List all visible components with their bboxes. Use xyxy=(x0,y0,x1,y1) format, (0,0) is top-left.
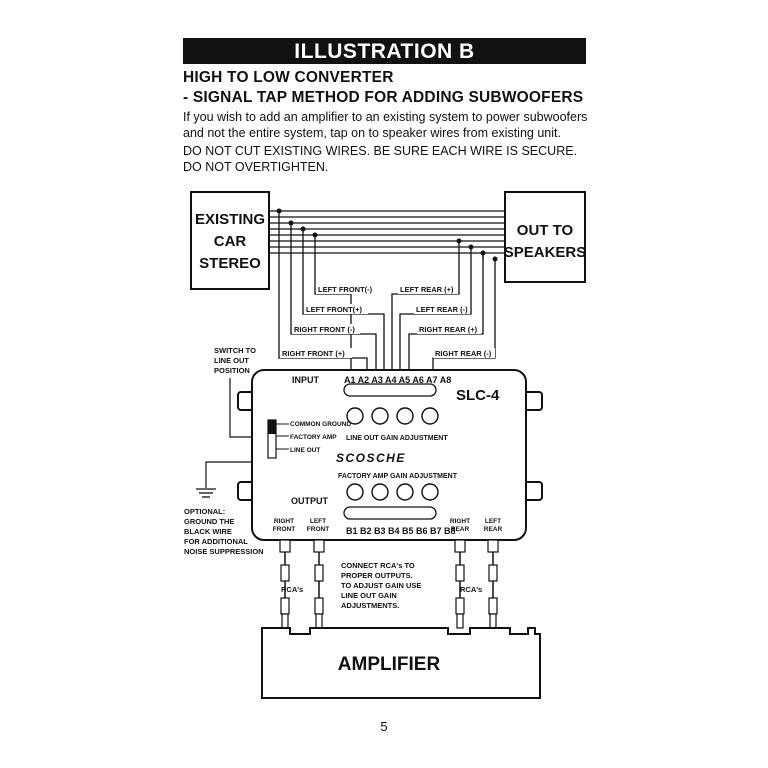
rca-note-1: CONNECT RCA's TO xyxy=(341,561,415,570)
switch-common-ground: COMMON GROUND xyxy=(290,421,351,428)
illustration-banner: ILLUSTRATION B xyxy=(183,38,586,64)
input-pins: A1 A2 A3 A4 A5 A6 A7 A8 xyxy=(344,375,451,385)
rca-note-3: TO ADJUST GAIN USE xyxy=(341,581,421,590)
rca-note-5: ADJUSTMENTS. xyxy=(341,601,399,610)
speakers-label-2: SPEAKERS xyxy=(504,244,587,261)
rca-note-2: PROPER OUTPUTS. xyxy=(341,571,413,580)
heading-line-1: HIGH TO LOW CONVERTER xyxy=(183,69,394,86)
rca-label-right: RCA's xyxy=(460,585,482,594)
ground-note-1: OPTIONAL: xyxy=(184,507,225,516)
out-right-rear-2: REAR xyxy=(451,526,470,533)
ground-note-5: NOISE SUPPRESSION xyxy=(184,547,264,556)
intro-line-2: and not the entire system, tap on to spe… xyxy=(183,126,561,140)
out-right-rear-1: RIGHT xyxy=(450,518,470,525)
amplifier-box xyxy=(261,627,541,699)
speakers-label-1: OUT TO xyxy=(517,222,574,239)
out-left-rear-2: REAR xyxy=(484,526,503,533)
line-out-gain-knobs xyxy=(346,407,439,425)
brand-logo: SCOSCHE xyxy=(336,451,406,465)
model-label: SLC-4 xyxy=(456,387,500,404)
output-pins: B1 B2 B3 B4 B5 B6 B7 B8 xyxy=(346,526,456,536)
switch-note-2: LINE OUT xyxy=(214,356,249,365)
rca-note-4: LINE OUT GAIN xyxy=(341,591,397,600)
out-left-front-1: LEFT xyxy=(310,518,326,525)
switch-note-3: POSITION xyxy=(214,366,250,375)
switch-line-out: LINE OUT xyxy=(290,447,320,454)
rca-cables xyxy=(279,539,499,629)
label-left-rear-neg: LEFT REAR (-) xyxy=(416,305,468,314)
stereo-label-1: EXISTING xyxy=(195,211,265,228)
factory-amp-gain-label: FACTORY AMP GAIN ADJUSTMENT xyxy=(338,473,458,480)
label-right-rear-pos: RIGHT REAR (+) xyxy=(419,325,478,334)
intro-line-1: If you wish to add an amplifier to an ex… xyxy=(183,110,588,124)
out-left-front-2: FRONT xyxy=(307,526,329,533)
warning-line-2: DO NOT OVERTIGHTEN. xyxy=(183,160,329,174)
amplifier-label: AMPLIFIER xyxy=(338,654,441,675)
page-number: 5 xyxy=(380,719,388,734)
label-right-rear-neg: RIGHT REAR (-) xyxy=(435,349,492,358)
speakers-box xyxy=(504,191,586,283)
stereo-label-3: STEREO xyxy=(199,255,261,272)
ground-note-4: FOR ADDITIONAL xyxy=(184,537,248,546)
label-right-front-neg: RIGHT FRONT (-) xyxy=(294,325,355,334)
label-left-rear-pos: LEFT REAR (+) xyxy=(400,285,454,294)
label-left-front-pos: LEFT FRONT(+) xyxy=(306,305,363,314)
switch-factory-amp: FACTORY AMP xyxy=(290,434,337,441)
warning-line-1: DO NOT CUT EXISTING WIRES. BE SURE EACH … xyxy=(183,144,578,158)
speaker-wires xyxy=(269,210,505,254)
tap-points xyxy=(276,208,498,262)
rca-label-left: RCA's xyxy=(281,585,303,594)
label-left-front-neg: LEFT FRONT(-) xyxy=(318,285,373,294)
out-right-front-1: RIGHT xyxy=(274,518,294,525)
ground-wire xyxy=(205,461,252,488)
switch-note-1: SWITCH TO xyxy=(214,346,256,355)
factory-amp-gain-knobs xyxy=(346,483,439,501)
output-label: OUTPUT xyxy=(291,496,329,506)
out-left-rear-1: LEFT xyxy=(485,518,501,525)
input-label: INPUT xyxy=(292,375,320,385)
line-out-gain-label: LINE OUT GAIN ADJUSTMENT xyxy=(346,435,448,442)
ground-note-3: BLACK WIRE xyxy=(184,527,232,536)
heading-line-2: - SIGNAL TAP METHOD FOR ADDING SUBWOOFER… xyxy=(183,89,584,106)
ground-icon xyxy=(196,488,216,498)
label-right-front-pos: RIGHT FRONT (+) xyxy=(282,349,345,358)
out-right-front-2: FRONT xyxy=(273,526,295,533)
stereo-label-2: CAR xyxy=(214,233,247,250)
slc4-unit xyxy=(251,369,527,541)
ground-note-2: GROUND THE xyxy=(184,517,234,526)
